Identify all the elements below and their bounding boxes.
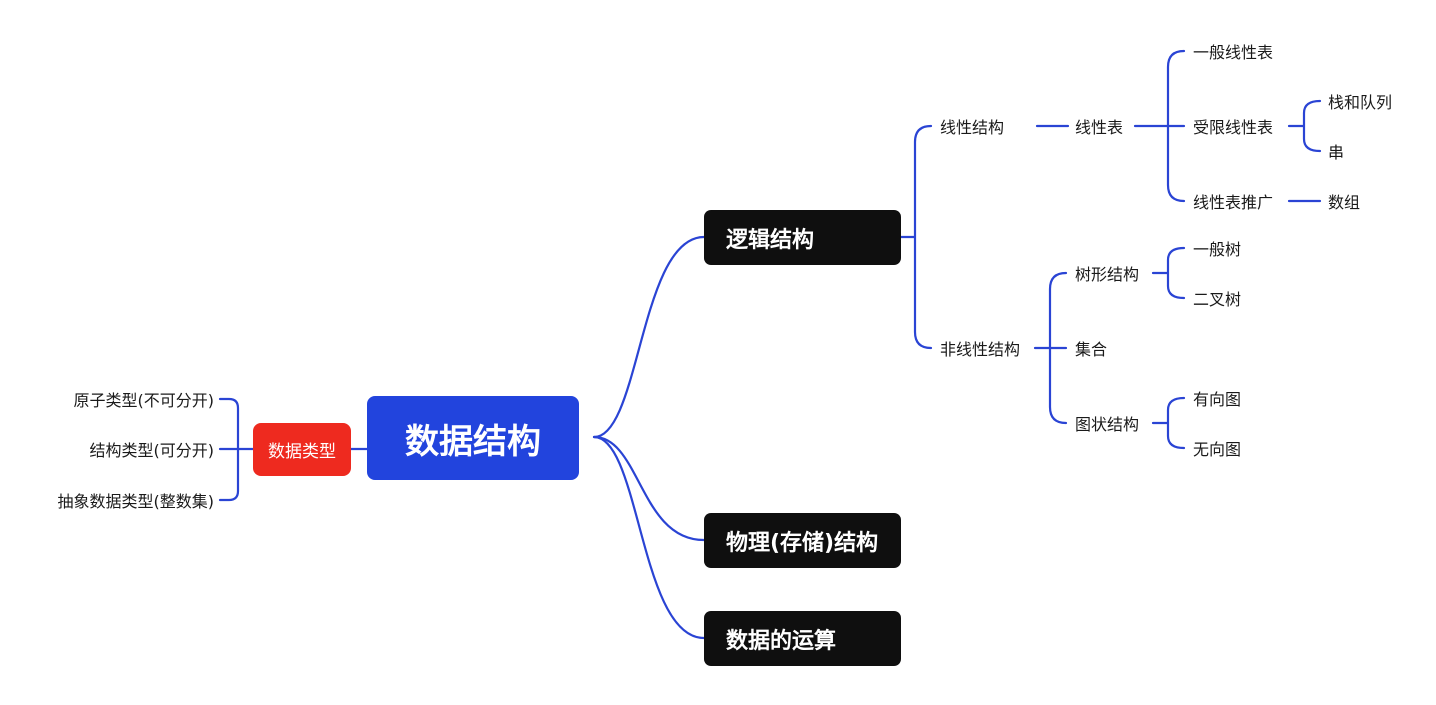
abstract-type-item[interactable]: 抽象数据类型(整数集) — [57, 492, 215, 511]
bracket-graph — [1151, 396, 1186, 450]
atomic-type-item[interactable]: 原子类型(不可分开) — [73, 391, 215, 410]
data-types-node[interactable]: 数据类型 — [253, 423, 351, 476]
bracket-logical — [899, 124, 933, 350]
set-node[interactable]: 集合 — [1075, 340, 1108, 359]
linear-list-node[interactable]: 线性表 — [1075, 118, 1124, 137]
tree-structure-node[interactable]: 树形结构 — [1075, 265, 1140, 284]
restricted-linear-list-node[interactable]: 受限线性表 — [1193, 118, 1274, 137]
bracket-restricted — [1287, 99, 1322, 153]
bracket-tree — [1151, 246, 1186, 300]
bracket-datatypes — [218, 397, 255, 502]
general-linear-list-node[interactable]: 一般线性表 — [1193, 43, 1274, 62]
linear-structure-node[interactable]: 线性结构 — [940, 118, 1005, 137]
link-root-operations — [592, 435, 706, 640]
logical-structure-node[interactable]: 逻辑结构 — [704, 210, 901, 265]
string-node[interactable]: 串 — [1328, 143, 1345, 162]
directed-graph-node[interactable]: 有向图 — [1193, 390, 1242, 409]
root-topic[interactable]: 数据结构 — [367, 396, 579, 480]
undirected-graph-node[interactable]: 无向图 — [1193, 440, 1242, 459]
link-root-logical — [592, 235, 706, 439]
bracket-linear-list — [1133, 49, 1186, 203]
structured-type-item[interactable]: 结构类型(可分开) — [89, 441, 215, 460]
general-tree-node[interactable]: 一般树 — [1193, 240, 1242, 259]
array-node[interactable]: 数组 — [1328, 193, 1361, 212]
binary-tree-node[interactable]: 二叉树 — [1193, 290, 1242, 309]
physical-structure-node[interactable]: 物理(存储)结构 — [704, 513, 901, 568]
stack-queue-node[interactable]: 栈和队列 — [1328, 93, 1393, 112]
graph-structure-node[interactable]: 图状结构 — [1075, 415, 1140, 434]
bracket-nonlinear — [1033, 271, 1068, 425]
link-root-physical — [592, 435, 706, 542]
nonlinear-structure-node[interactable]: 非线性结构 — [940, 340, 1021, 359]
generalized-linear-list-node[interactable]: 线性表推广 — [1193, 193, 1274, 212]
data-operations-node[interactable]: 数据的运算 — [704, 611, 901, 666]
